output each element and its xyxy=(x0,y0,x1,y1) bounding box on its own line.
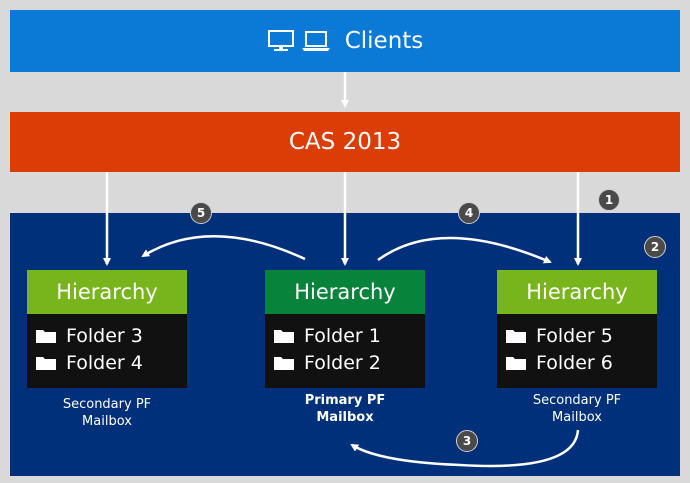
step-badge-2: 2 xyxy=(644,236,666,258)
caption-line: Mailbox xyxy=(82,414,132,429)
mailbox-caption-right: Secondary PF Mailbox xyxy=(497,392,657,426)
caption-line: Secondary PF xyxy=(62,397,152,412)
folder-icon xyxy=(274,356,294,370)
folder-label: Folder 2 xyxy=(304,351,381,374)
folder-icon xyxy=(506,329,526,343)
folder-icon xyxy=(274,329,294,343)
folder-label: Folder 5 xyxy=(536,324,613,347)
folder-list: Folder 1 Folder 2 xyxy=(265,314,425,388)
folder-item: Folder 6 xyxy=(505,349,657,376)
mailbox-caption-left: Secondary PF Mailbox xyxy=(27,396,187,430)
clients-bar: Clients xyxy=(10,10,680,72)
secondary-mailbox-right: Hierarchy Folder 5 Folder 6 xyxy=(497,270,657,388)
folder-item: Folder 5 xyxy=(505,322,657,349)
step-badge-4: 4 xyxy=(458,202,480,224)
folder-icon xyxy=(36,329,56,343)
hierarchy-header: Hierarchy xyxy=(497,270,657,314)
folder-label: Folder 6 xyxy=(536,351,613,374)
hierarchy-header: Hierarchy xyxy=(27,270,187,314)
secondary-mailbox-left: Hierarchy Folder 3 Folder 4 xyxy=(27,270,187,388)
folder-label: Folder 4 xyxy=(66,351,143,374)
primary-mailbox: Hierarchy Folder 1 Folder 2 xyxy=(265,270,425,388)
arrow-center-to-left xyxy=(141,235,306,261)
folder-label: Folder 1 xyxy=(304,324,381,347)
hierarchy-header: Hierarchy xyxy=(265,270,425,314)
folder-item: Folder 1 xyxy=(273,322,425,349)
folder-icon xyxy=(36,356,56,370)
folder-list: Folder 3 Folder 4 xyxy=(27,314,187,388)
cas-label: CAS 2013 xyxy=(288,129,402,155)
folder-icon xyxy=(506,356,526,370)
caption-line: Primary PF xyxy=(304,393,386,408)
arrow-right-to-center-bottom xyxy=(350,429,580,468)
laptop-icon xyxy=(301,31,330,51)
caption-line: Mailbox xyxy=(316,410,374,425)
folder-item: Folder 4 xyxy=(35,349,187,376)
folder-list: Folder 5 Folder 6 xyxy=(497,314,657,388)
desktop-icon xyxy=(267,30,294,51)
arrow-center-to-right xyxy=(377,236,552,264)
caption-line: Mailbox xyxy=(552,410,602,425)
client-devices xyxy=(267,29,331,53)
step-badge-5: 5 xyxy=(190,202,212,224)
cas-bar: CAS 2013 xyxy=(10,112,680,172)
step-badge-3: 3 xyxy=(456,430,478,452)
clients-label: Clients xyxy=(344,28,424,54)
step-badge-1: 1 xyxy=(598,189,620,211)
mailbox-caption-center: Primary PF Mailbox xyxy=(265,392,425,426)
folder-label: Folder 3 xyxy=(66,324,143,347)
caption-line: Secondary PF xyxy=(532,393,622,408)
folder-item: Folder 2 xyxy=(273,349,425,376)
folder-item: Folder 3 xyxy=(35,322,187,349)
